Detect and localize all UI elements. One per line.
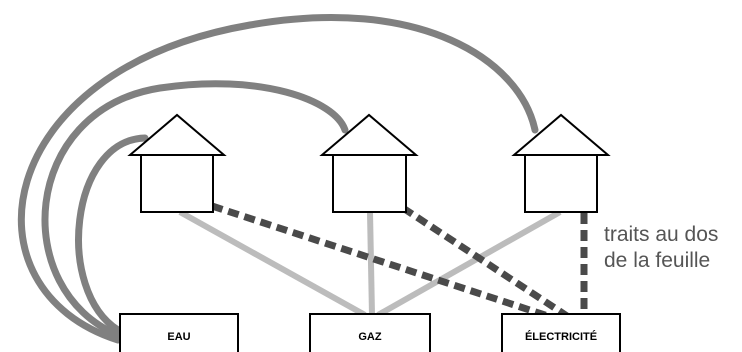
- utility-gaz: GAZ: [309, 313, 431, 352]
- gaz-connections: [178, 209, 562, 318]
- house-3-body: [524, 154, 598, 213]
- utility-eau-label: EAU: [167, 331, 190, 343]
- house-3: [511, 113, 611, 213]
- connection-gaz-house-3: [376, 209, 562, 318]
- utility-electricite-label: ÉLECTRICITÉ: [525, 330, 597, 343]
- house-1-roof: [127, 113, 227, 156]
- connection-eau-house-1: [75, 134, 149, 334]
- eau-connections: [18, 14, 539, 344]
- connection-eau-house-2: [41, 80, 349, 339]
- utility-gaz-box: [309, 313, 431, 352]
- connection-electricite-house-1: [210, 202, 550, 320]
- utility-eau-box: [119, 313, 239, 352]
- utility-eau: EAU: [119, 313, 239, 352]
- connection-eau-house-3: [18, 14, 539, 344]
- house-3-roof: [511, 113, 611, 156]
- house-2-roof: [319, 113, 419, 156]
- note-line-1: traits au dos: [604, 223, 719, 246]
- house-2-body: [332, 154, 407, 213]
- back-of-sheet-note: traits au dos de la feuille: [604, 222, 718, 274]
- electricite-connections: [210, 202, 588, 320]
- connection-gaz-house-2: [367, 211, 375, 316]
- utility-electricite: ÉLECTRICITÉ: [501, 313, 621, 352]
- utility-gaz-label: GAZ: [358, 331, 382, 343]
- connection-gaz-house-1: [178, 209, 367, 318]
- house-1-body: [140, 154, 214, 213]
- house-1: [127, 113, 227, 213]
- house-2: [319, 113, 419, 213]
- note-line-2: de la feuille: [604, 249, 711, 272]
- utility-electricite-box: [501, 313, 621, 352]
- connection-electricite-house-2: [401, 205, 569, 319]
